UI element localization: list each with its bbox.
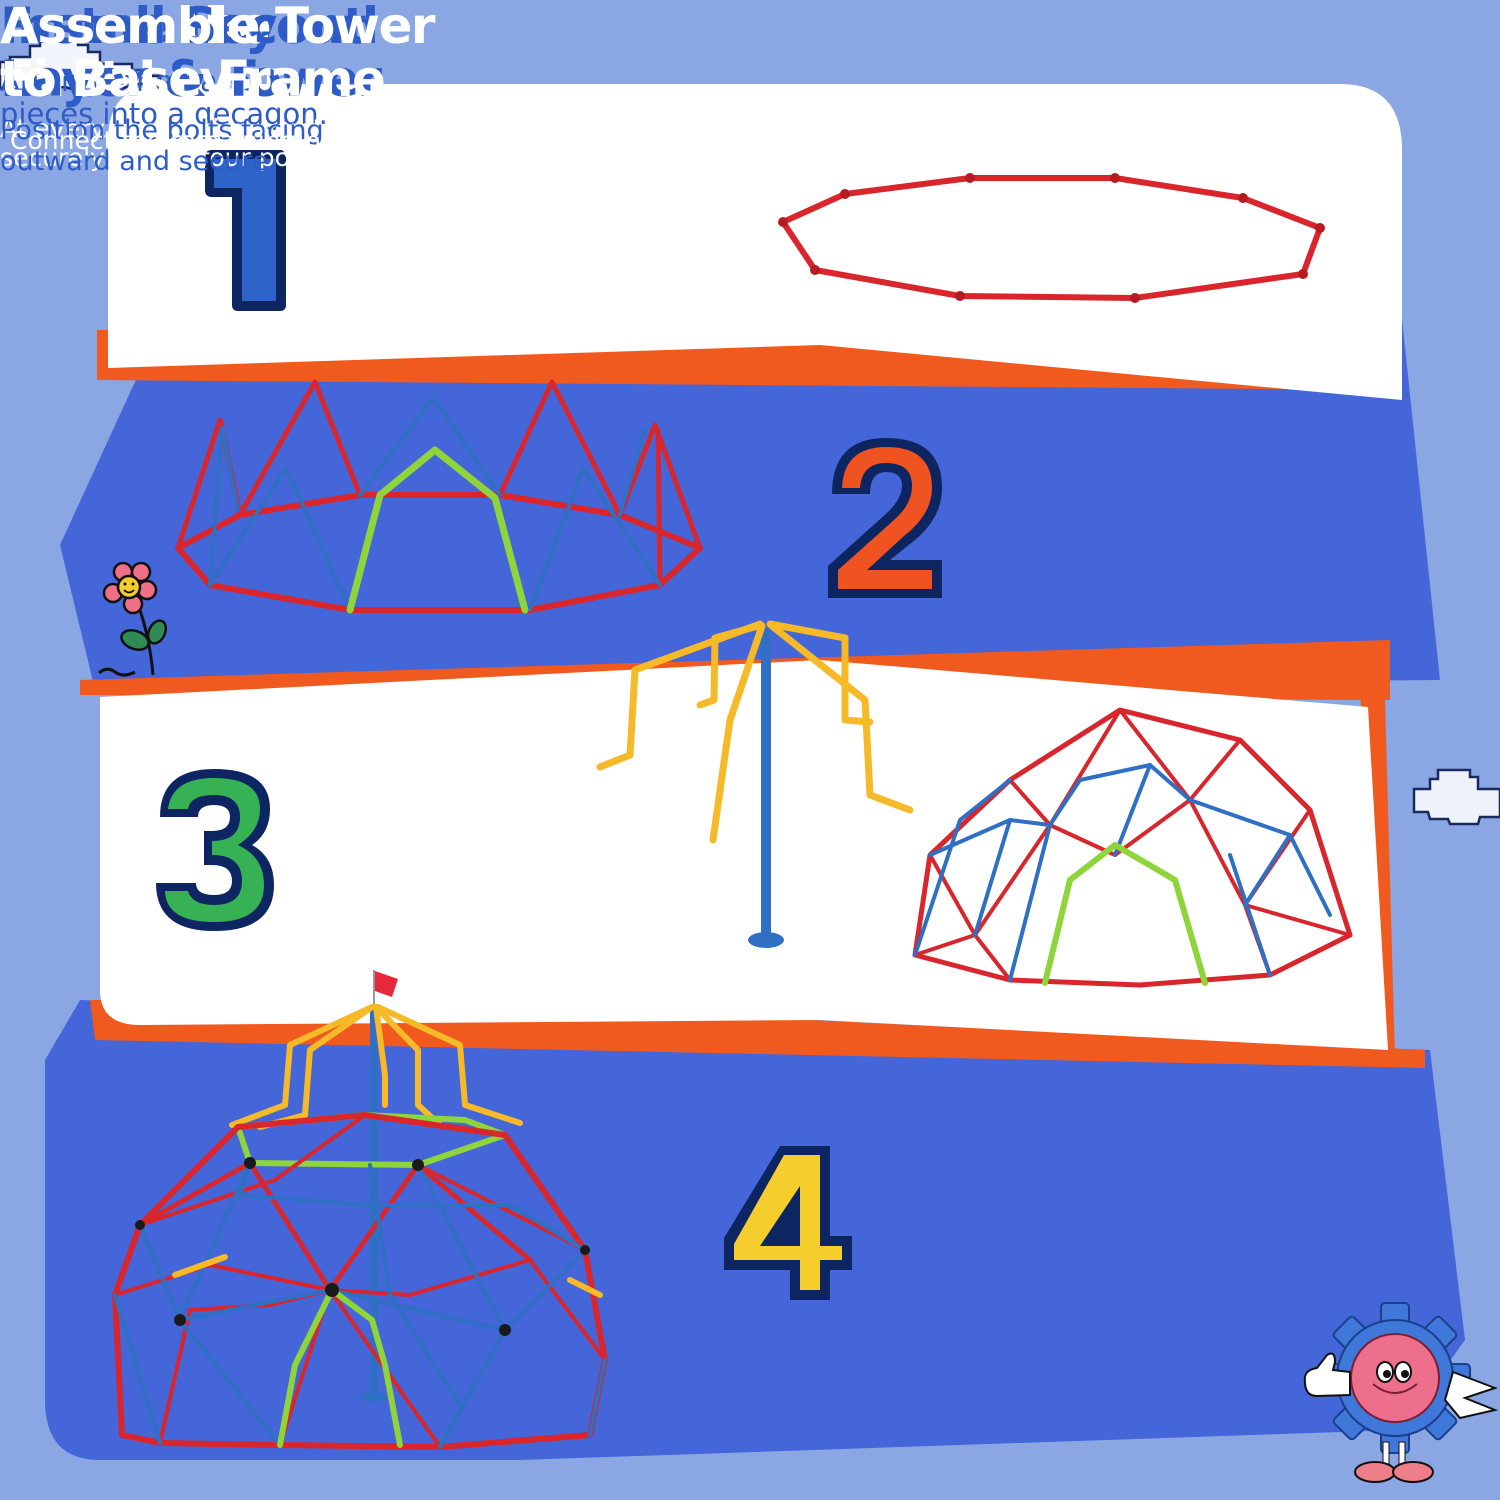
- step3-description: Position the bolts facing outward and se…: [0, 115, 324, 178]
- first-layer-frame-illustration: [175, 379, 703, 614]
- panel1-white: [108, 84, 1402, 400]
- blue-band-top: [60, 300, 1440, 690]
- decagon-base-frame-illustration: [778, 173, 1325, 303]
- step4-text: Assemble Tower to Base Frame Connect the…: [0, 0, 436, 156]
- step1-number-one: [205, 150, 286, 311]
- step4-description: Connect the remaining poles: [10, 126, 371, 155]
- step4-title: Assemble Tower to Base Frame: [0, 0, 436, 108]
- panel3-white: [100, 660, 1388, 1050]
- completed-dome-illustration: [112, 970, 608, 1450]
- red-flag-icon: [375, 971, 398, 997]
- step3-number-three: [156, 769, 274, 931]
- step3-text: Install Second Layer & Tower Position th…: [0, 0, 382, 178]
- step2-number-two: [828, 438, 942, 598]
- gear-mascot-thumbs-up-icon: [1303, 1302, 1499, 1483]
- smiling-flower-icon: [98, 561, 168, 677]
- step2-text: Install the First Layer At every connect…: [0, 0, 330, 173]
- step1-title: Frame Layout: [0, 0, 367, 55]
- step2-description: At every connection point, securely atta…: [0, 114, 331, 172]
- step2-title: Install the First Layer: [0, 0, 287, 108]
- step1-text: Frame Layout Arrange the base pieces int…: [0, 0, 367, 131]
- step4-number-four: [724, 1146, 852, 1300]
- step1-description: Arrange the base pieces into a decagon.: [0, 63, 328, 131]
- step3-title: Install Second Layer & Tower: [0, 0, 382, 108]
- pixel-cloud-top-left: [0, 40, 162, 92]
- tower-illustration: [596, 620, 914, 948]
- second-layer-dome-illustration: [912, 707, 1353, 988]
- pixel-cloud-right: [1412, 768, 1500, 826]
